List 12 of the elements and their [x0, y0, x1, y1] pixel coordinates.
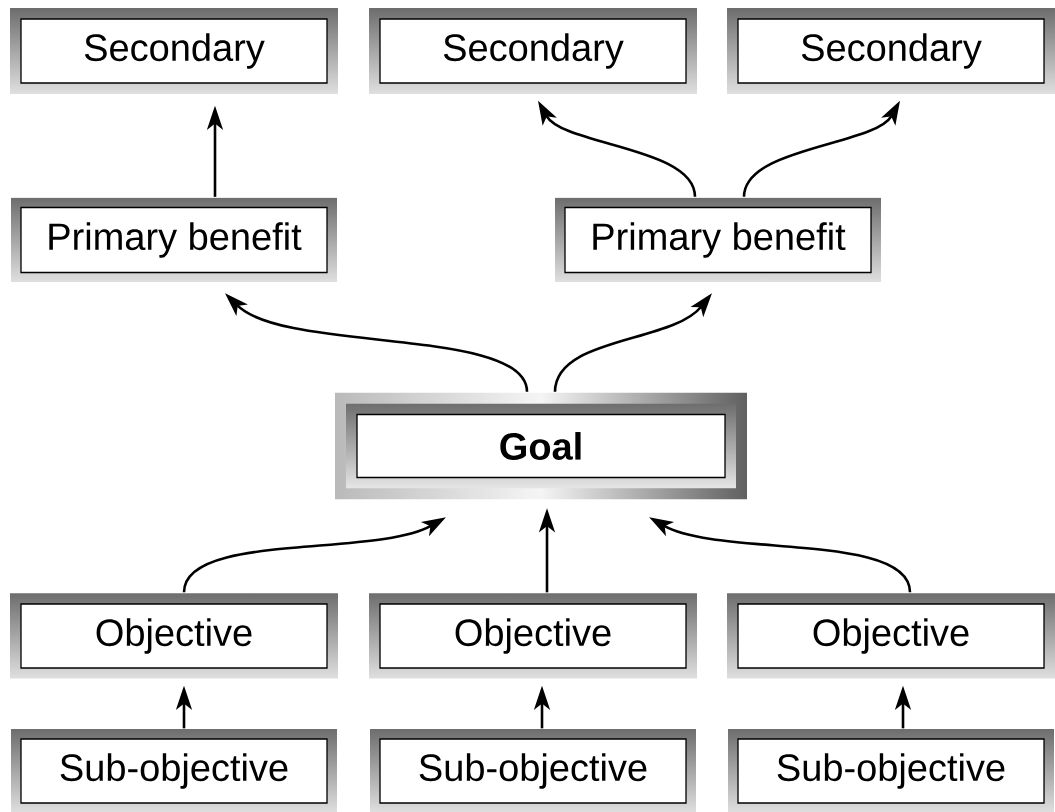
framed-box: Objective [737, 603, 1045, 669]
framed-box: Secondary [20, 18, 328, 84]
framed-box: Primary benefit [20, 206, 328, 274]
framed-box: Secondary [379, 18, 687, 84]
framed-box: Primary benefit [564, 206, 872, 274]
framed-box: Objective [20, 603, 328, 669]
framed-box: Objective [379, 603, 687, 669]
framed-box: Sub-objective [20, 738, 328, 804]
framed-box: Goal [356, 413, 726, 479]
framed-box: Secondary [737, 18, 1045, 84]
framed-box: Sub-objective [737, 738, 1045, 804]
framed-box: Sub-objective [379, 738, 687, 804]
